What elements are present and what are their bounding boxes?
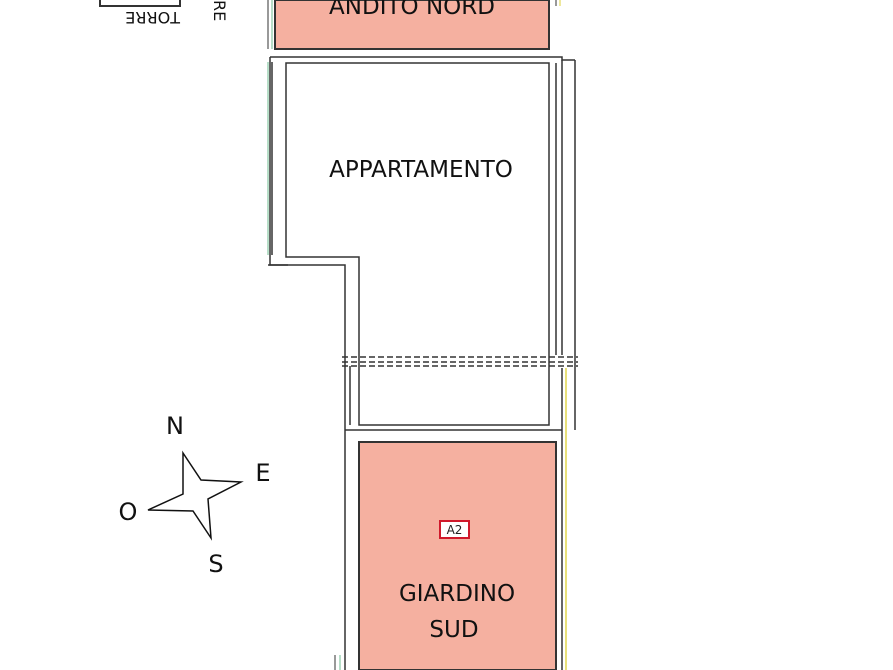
compass-west-label: O bbox=[119, 498, 138, 526]
andito-nord-label: ANDITO NORD bbox=[329, 0, 495, 20]
andito-nord-room: ANDITO NORD bbox=[267, 0, 561, 50]
appartamento-label: APPARTAMENTO bbox=[329, 157, 513, 183]
unit-badge-label: A2 bbox=[447, 523, 463, 537]
compass-south-label: S bbox=[208, 550, 223, 578]
torre-partial-label: RE bbox=[210, 0, 229, 21]
appartamento-walls bbox=[267, 56, 578, 445]
torre-label: TORRE bbox=[125, 8, 181, 27]
torre-fragment: TORRE RE bbox=[99, 0, 229, 27]
giardino-sud-label-line2: SUD bbox=[429, 617, 478, 643]
compass-east-label: E bbox=[255, 459, 270, 487]
compass-north-label: N bbox=[166, 412, 184, 440]
giardino-sud-label-line1: GIARDINO bbox=[399, 581, 515, 607]
giardino-sud-room: A2 GIARDINO SUD bbox=[334, 429, 567, 670]
compass-rose: N E O S bbox=[119, 412, 271, 578]
compass-star-icon bbox=[147, 450, 244, 541]
